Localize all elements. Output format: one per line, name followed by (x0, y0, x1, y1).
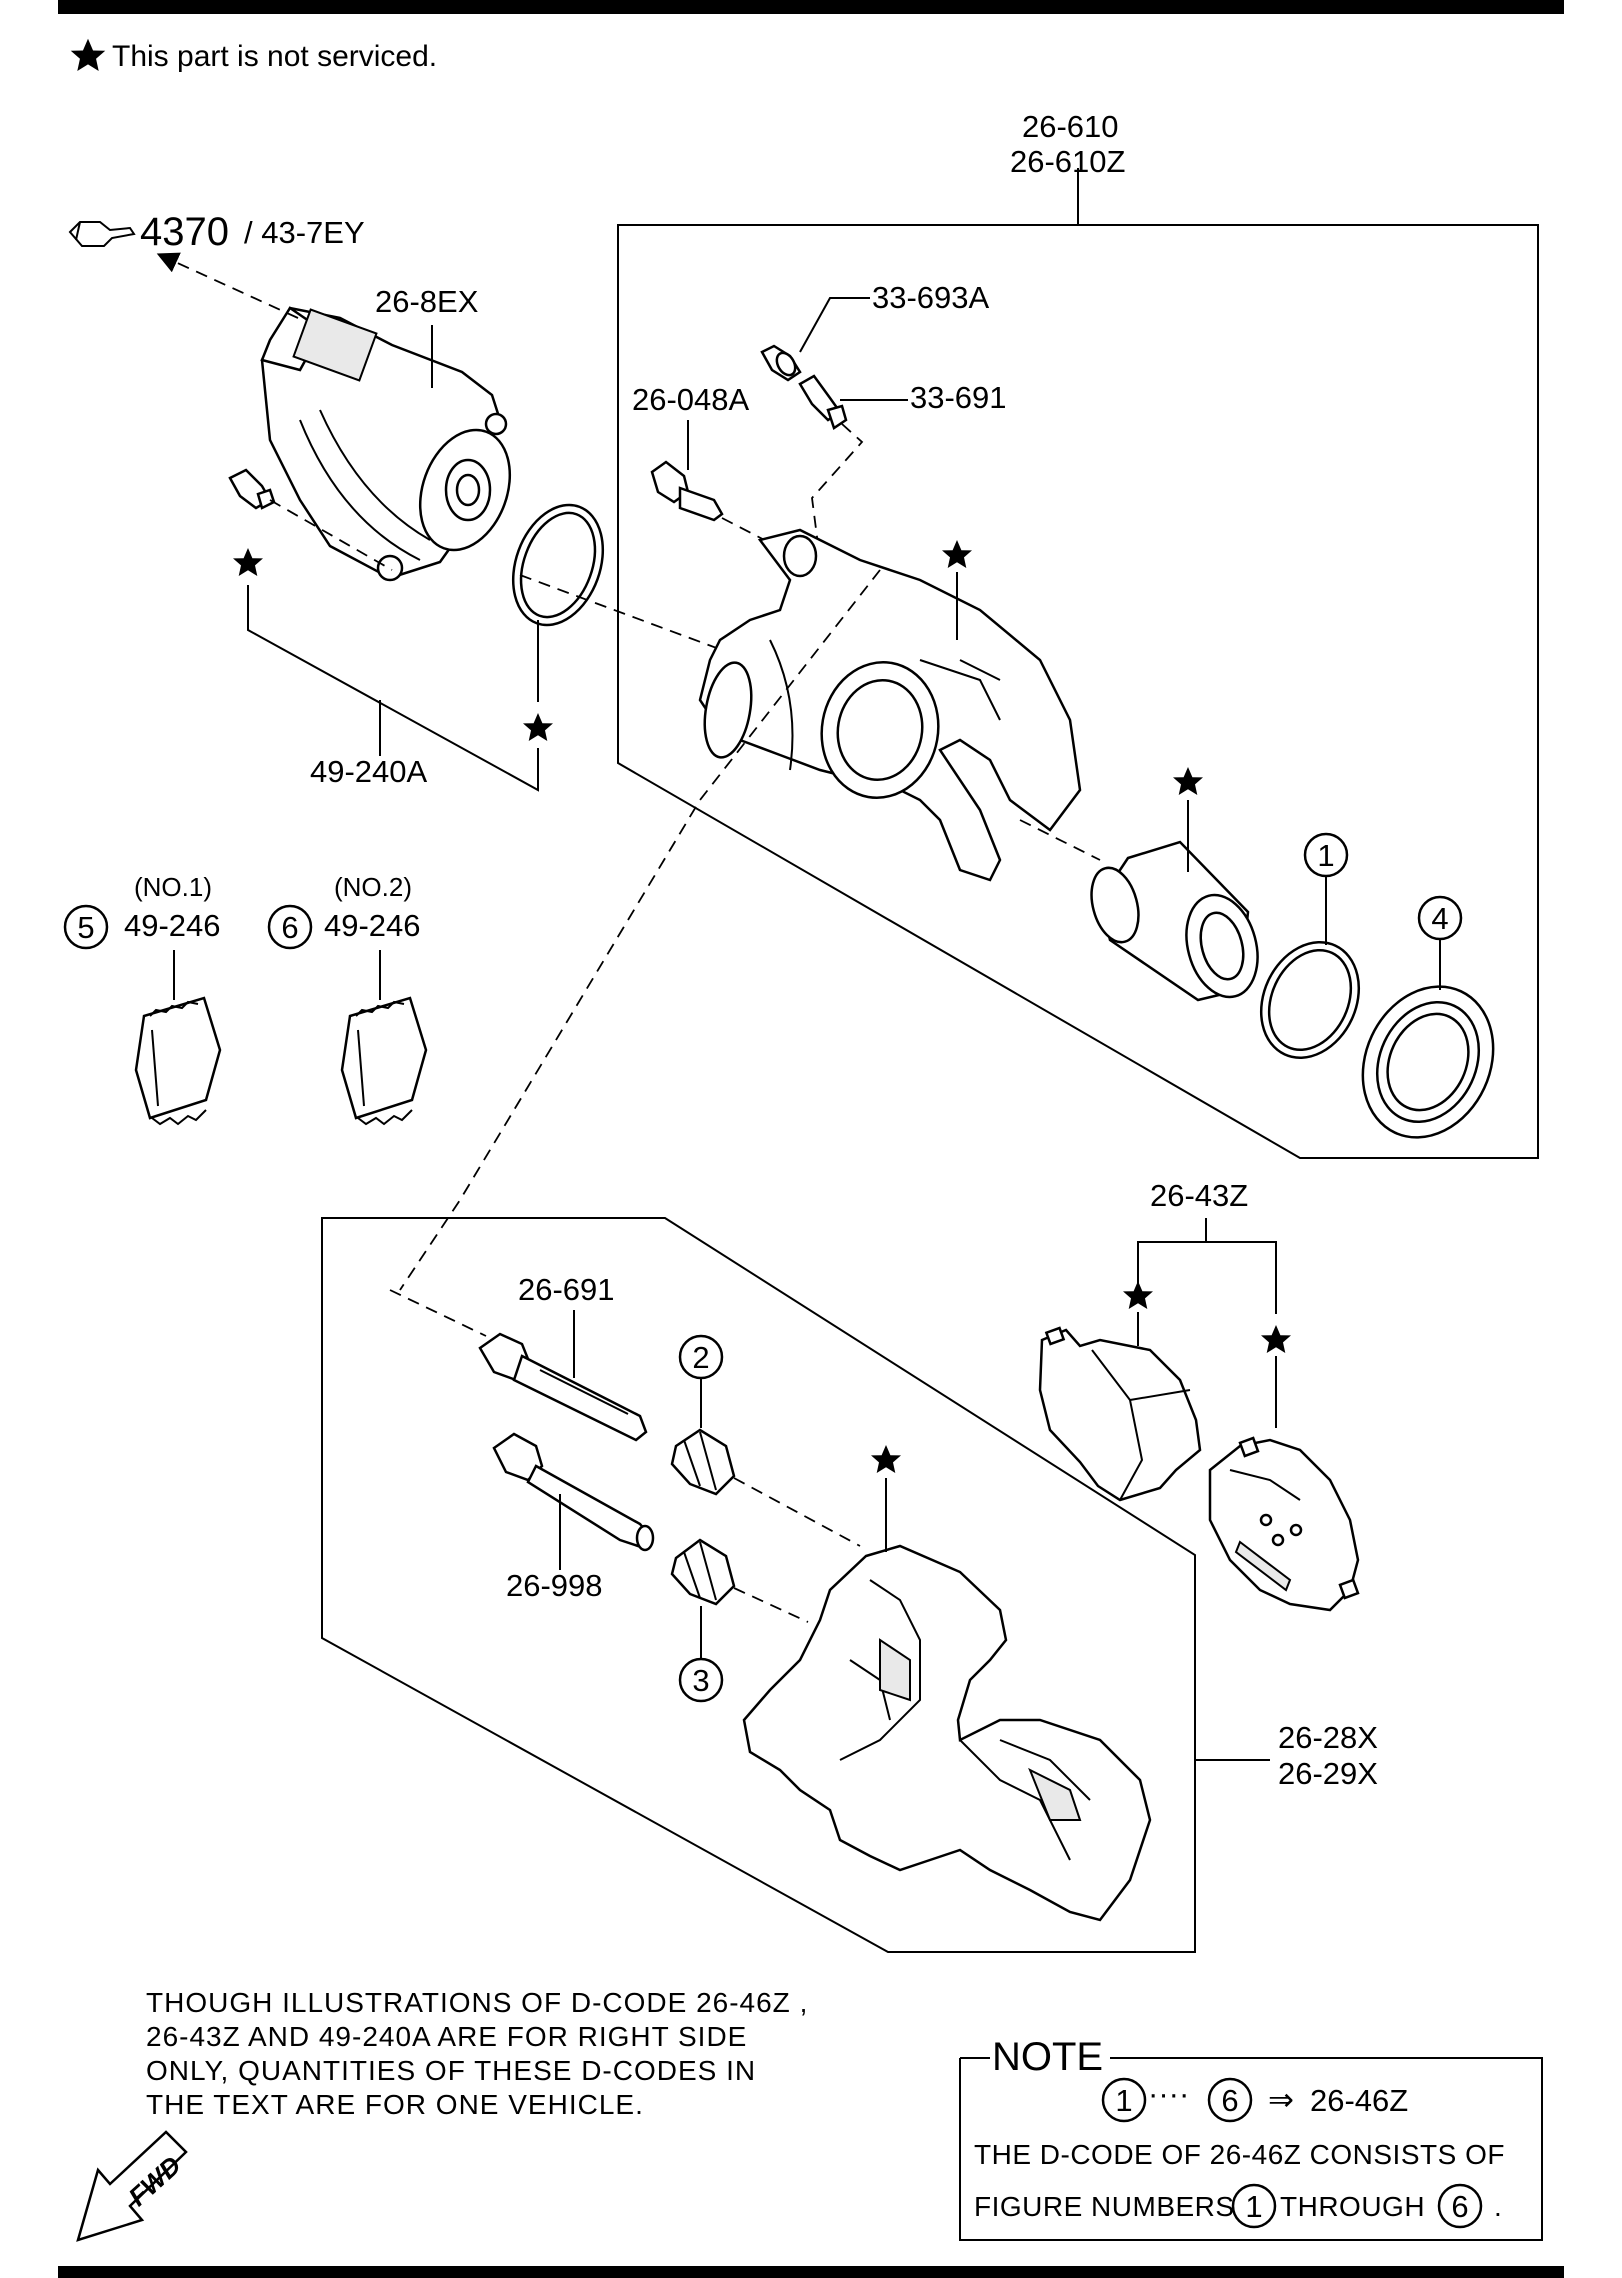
actuator-motor: 26-8EX (260, 284, 512, 582)
note-title: NOTE (992, 2035, 1103, 2079)
label-26-28x[interactable]: 26-28X (1278, 1720, 1378, 1755)
circle-number-5: 5 (77, 910, 94, 945)
label-33-691[interactable]: 33-691 (910, 380, 1007, 415)
label-49-240a[interactable]: 49-240A (310, 754, 428, 789)
reference-pointer: 4370 / 43-7EY (68, 210, 365, 254)
label-no1: (NO.1) (134, 872, 212, 902)
label-33-693a[interactable]: 33-693A (872, 280, 990, 315)
actuator-kit-bracket: 49-240A (233, 548, 553, 792)
label-49-246-no1[interactable]: 49-246 (124, 908, 221, 943)
label-49-246-no2[interactable]: 49-246 (324, 908, 421, 943)
caliper-housing (698, 528, 1082, 882)
bracket-group-box: 26-28X 26-29X (321, 1217, 1378, 1953)
note-consists: THE D-CODE OF 26-46Z CONSISTS OF (974, 2139, 1505, 2170)
note-line-2: 26-43Z AND 49-240A ARE FOR RIGHT SIDE (146, 2021, 747, 2052)
note-period: . (1494, 2191, 1503, 2222)
circle-number-2: 2 (692, 1340, 709, 1375)
note-dots: ···· (1148, 2076, 1189, 2111)
star-icon (871, 1445, 901, 1473)
label-26-610z[interactable]: 26-610Z (1010, 144, 1125, 179)
label-26-691[interactable]: 26-691 (518, 1272, 615, 1307)
shim-no2: (NO.2) 6 49-246 (267, 872, 428, 1126)
circle-number-6: 6 (281, 910, 298, 945)
note-line-3: ONLY, QUANTITIES OF THESE D-CODES IN (146, 2055, 756, 2086)
note-paragraph: THOUGH ILLUSTRATIONS OF D-CODE 26-46Z , … (146, 1987, 808, 2120)
circle-number-3: 3 (692, 1663, 709, 1698)
star-legend: This part is not serviced. (70, 38, 437, 73)
note-code: 26-46Z (1310, 2083, 1408, 2118)
reference-sub-code[interactable]: / 43-7EY (244, 215, 365, 250)
note-line3-circle-start: 1 (1245, 2189, 1262, 2224)
brake-pads: 26-43Z (1038, 1178, 1360, 1612)
label-26-8ex[interactable]: 26-8EX (375, 284, 479, 319)
bleeder-screw: 33-691 (798, 374, 1007, 430)
guide-pin-boot-upper: 2 (670, 1334, 736, 1496)
guide-pin-boot-lower: 3 (670, 1538, 736, 1703)
label-26-998[interactable]: 26-998 (506, 1568, 603, 1603)
circle-number-4: 4 (1431, 901, 1448, 936)
note-circle-end: 6 (1221, 2083, 1238, 2118)
note-box: NOTE 1 ···· 6 ⇒ 26-46Z THE D-CODE OF 26-… (959, 2035, 1543, 2241)
actuator-o-ring (511, 503, 605, 702)
star-icon (1123, 1281, 1153, 1309)
note-line3-circle-end: 6 (1451, 2189, 1468, 2224)
top-border (58, 0, 1564, 14)
caliper-group-box: 26-610 26-610Z (617, 109, 1539, 1159)
label-26-610[interactable]: 26-610 (1022, 109, 1119, 144)
star-icon (70, 38, 106, 71)
hand-pointer-icon (68, 221, 136, 247)
star-legend-text: This part is not serviced. (112, 40, 437, 73)
star-icon (942, 540, 972, 568)
guide-pin-lower: 26-998 (492, 1432, 655, 1603)
note-arrow: ⇒ (1268, 2082, 1294, 2117)
label-26-43z[interactable]: 26-43Z (1150, 1178, 1248, 1213)
star-icon (523, 713, 553, 741)
note-line-4: THE TEXT ARE FOR ONE VEHICLE. (146, 2089, 644, 2120)
note-through: THROUGH (1280, 2191, 1425, 2222)
label-no2: (NO.2) (334, 872, 412, 902)
star-icon (1173, 767, 1203, 795)
bleeder-cap: 33-693A (760, 280, 990, 382)
caliper-bracket (742, 1445, 1152, 1922)
piston-boot: 4 (1361, 895, 1495, 1139)
star-icon (1261, 1325, 1291, 1353)
reference-code[interactable]: 4370 (140, 210, 229, 254)
caliper-bolt: 26-048A (632, 382, 750, 522)
shim-no1: (NO.1) 5 49-246 (63, 872, 222, 1126)
star-icon (233, 548, 263, 576)
note-figure-numbers: FIGURE NUMBERS (974, 2191, 1235, 2222)
bottom-border (58, 2266, 1564, 2278)
fwd-arrow-icon: FWD (76, 2130, 188, 2242)
label-26-29x[interactable]: 26-29X (1278, 1756, 1378, 1791)
caliper-piston (1090, 767, 1259, 1002)
note-circle-start: 1 (1115, 2083, 1132, 2118)
circle-number-1: 1 (1317, 838, 1334, 873)
guide-pin-upper: 26-691 (478, 1272, 648, 1442)
label-26-048a[interactable]: 26-048A (632, 382, 750, 417)
note-line-1: THOUGH ILLUSTRATIONS OF D-CODE 26-46Z , (146, 1987, 808, 2018)
actuator-screw (228, 468, 276, 510)
piston-seal: 1 (1259, 832, 1361, 1059)
